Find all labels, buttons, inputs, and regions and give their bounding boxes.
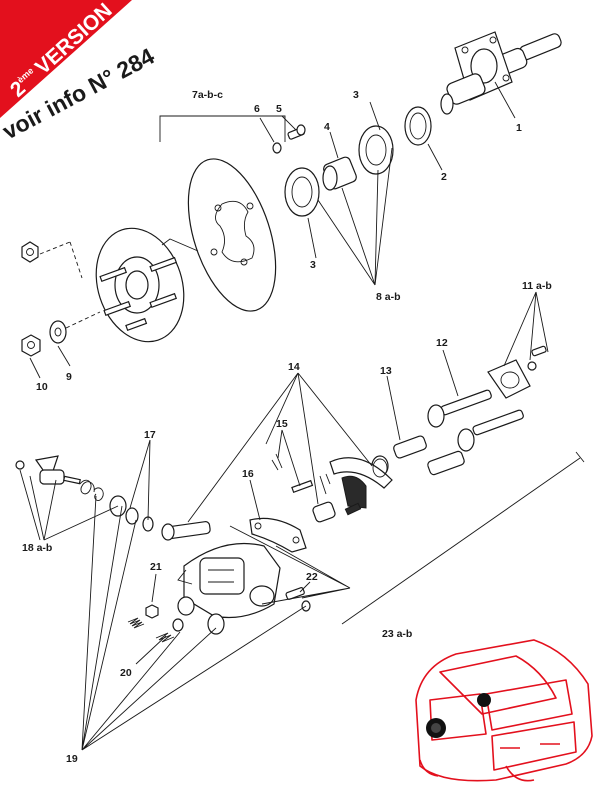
label-2: 2 bbox=[441, 171, 447, 183]
label-22: 22 bbox=[306, 571, 318, 583]
label-15: 15 bbox=[276, 418, 288, 430]
version-banner: 2èmeVERSION voir info N° 284 bbox=[0, 0, 159, 144]
label-4: 4 bbox=[324, 121, 330, 133]
assembly-guide-line bbox=[65, 311, 101, 329]
label-21: 21 bbox=[150, 561, 162, 573]
part-14-brake-pads bbox=[329, 457, 393, 509]
label-19: 19 bbox=[66, 753, 78, 765]
label-23: 23 a-b bbox=[382, 628, 412, 640]
label-20: 20 bbox=[120, 667, 132, 679]
part-12-guide-bolts bbox=[427, 389, 524, 452]
part-labels: 1 2 3 3 4 5 6 7a-b-c 8 a-b 9 10 11 a-b 1… bbox=[22, 89, 552, 765]
label-16: 16 bbox=[242, 468, 254, 480]
small-o-ring bbox=[372, 458, 388, 478]
label-5: 5 bbox=[276, 103, 282, 115]
part-13-guide-pins bbox=[371, 435, 465, 477]
part-18-spring-assembly bbox=[15, 455, 104, 501]
part-16-spring-plate bbox=[249, 517, 307, 553]
label-3-bottom: 3 bbox=[310, 259, 316, 271]
hub-nut-top bbox=[21, 241, 39, 263]
part-15-retaining-pins bbox=[271, 453, 331, 495]
caliper-body bbox=[177, 542, 281, 619]
label-17: 17 bbox=[144, 429, 156, 441]
brake-disc bbox=[187, 158, 277, 312]
piston-small bbox=[312, 501, 362, 523]
label-6: 6 bbox=[254, 103, 260, 115]
part-3-bearing-outer bbox=[358, 125, 394, 175]
part-1-stub-axle bbox=[440, 31, 562, 115]
label-10: 10 bbox=[36, 381, 48, 393]
car-location-icon bbox=[415, 639, 593, 782]
part-17-rings bbox=[109, 495, 154, 532]
lower-callout-lines bbox=[19, 291, 585, 751]
piston-seals bbox=[177, 596, 225, 635]
label-12: 12 bbox=[436, 337, 448, 349]
part-6-washer bbox=[272, 142, 282, 154]
part-10-nut bbox=[21, 334, 41, 357]
label-7: 7a-b-c bbox=[192, 89, 223, 101]
label-11: 11 a-b bbox=[522, 280, 552, 292]
label-1: 1 bbox=[516, 122, 522, 134]
part-11-mount-plate bbox=[487, 345, 547, 399]
wheel-hub bbox=[95, 227, 199, 343]
part-21-nut bbox=[145, 604, 159, 619]
part-4-spacer bbox=[322, 156, 357, 191]
label-14: 14 bbox=[288, 361, 300, 373]
label-13: 13 bbox=[380, 365, 392, 377]
part-3-bearing-inner bbox=[284, 167, 320, 217]
label-18: 18 a-b bbox=[22, 542, 52, 554]
guide-sleeve bbox=[161, 521, 211, 541]
label-9: 9 bbox=[66, 371, 72, 383]
part-2-seal-ring bbox=[404, 106, 432, 146]
label-8: 8 a-b bbox=[376, 291, 401, 303]
part-5-screw bbox=[287, 124, 306, 140]
part-9-washer bbox=[49, 320, 67, 344]
assembly-guide-line bbox=[39, 241, 83, 279]
label-3-top: 3 bbox=[353, 89, 359, 101]
upper-callout-lines bbox=[29, 81, 516, 379]
